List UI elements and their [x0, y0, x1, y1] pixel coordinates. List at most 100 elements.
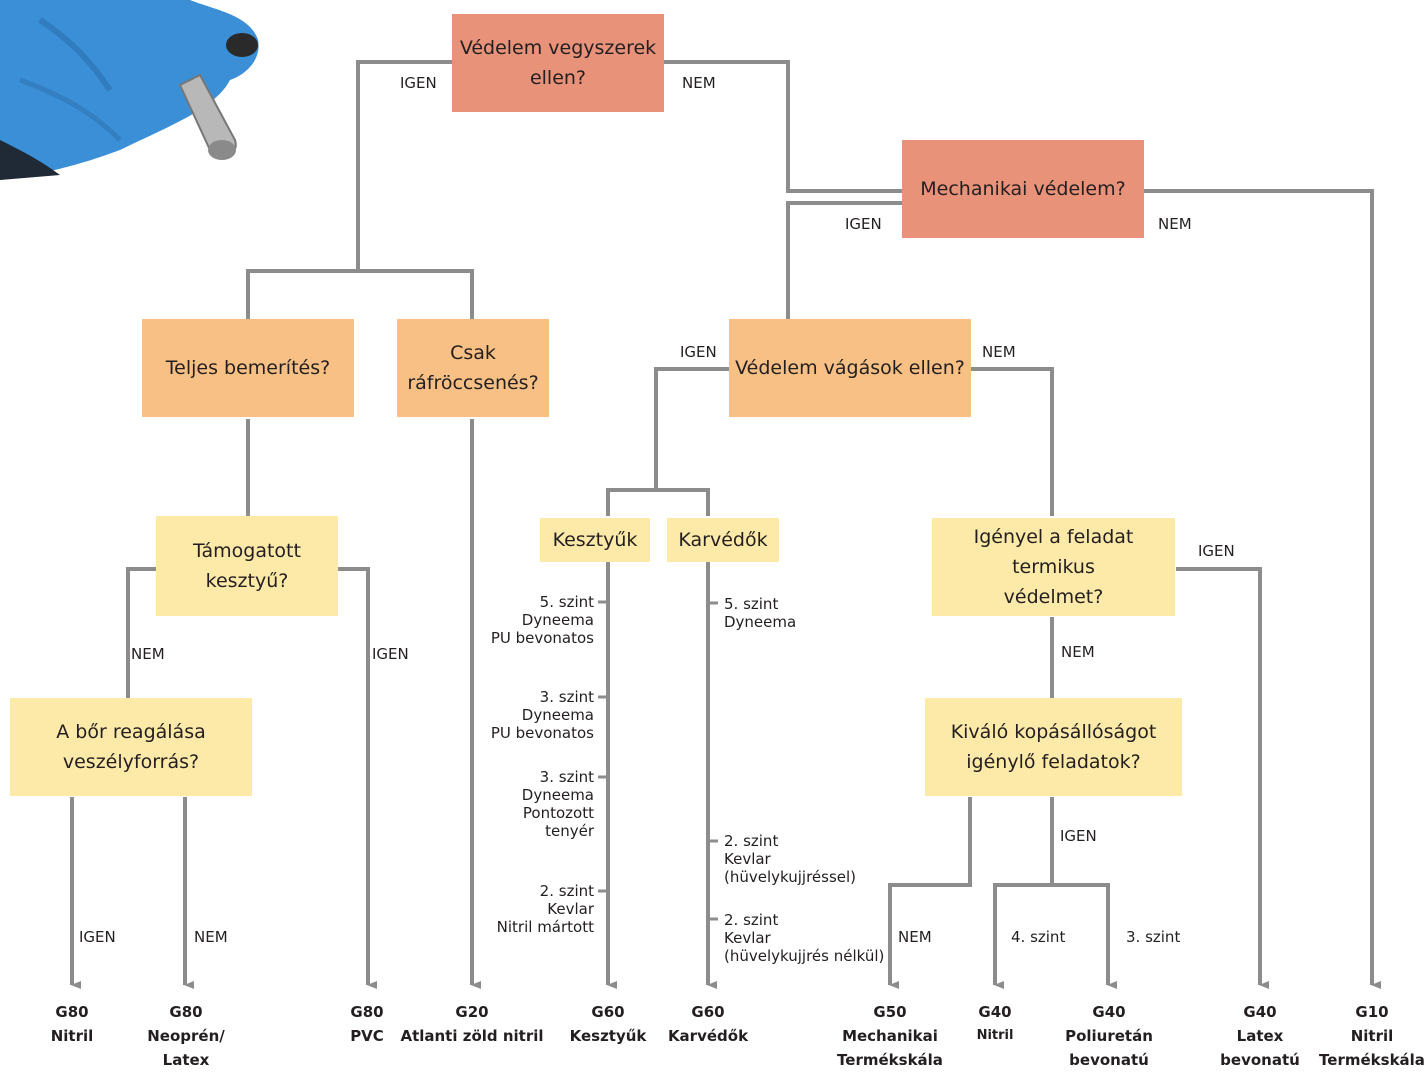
- glove-level-2-line-2: Dyneema: [521, 706, 594, 724]
- glove-level-3-line-4: tenyér: [545, 822, 594, 840]
- edge-label-supported-yes: IGEN: [372, 645, 409, 663]
- glove-image: [0, 0, 259, 180]
- supported-glove-question: Támogatott kesztyű?: [156, 516, 338, 616]
- edge-label-abrasion-no: NEM: [898, 928, 932, 946]
- cut-protection-text: Védelem vágások ellen?: [735, 357, 965, 379]
- result-code: G60: [691, 1003, 725, 1021]
- glove-level-2-line-1: 3. szint: [539, 688, 594, 706]
- result-line-2: bevonatú: [1069, 1051, 1149, 1069]
- edge-label-mech-no: NEM: [1158, 215, 1192, 233]
- result-line-1: Nitril: [50, 1027, 94, 1045]
- edge-label-thermal-yes: IGEN: [1198, 542, 1235, 560]
- glove-level-1-line-3: PU bevonatos: [490, 629, 594, 647]
- result-line-1: Nitril: [976, 1028, 1014, 1043]
- chemical-protection-question: Védelem vegyszerek ellen?: [452, 14, 664, 112]
- result-g80-neoprene-latex: G80 Neoprén/ Latex: [147, 1000, 225, 1072]
- edge-label-thermal-no: NEM: [1061, 643, 1095, 661]
- result-line-2: Termékskála: [837, 1051, 943, 1069]
- glove-level-4-line-2: Kevlar: [547, 900, 594, 918]
- edge-label-chem-no: NEM: [682, 74, 716, 92]
- sleeve-level-3-line-2: Kevlar: [724, 929, 771, 947]
- result-code: G50: [873, 1003, 907, 1021]
- sleeve-level-2-line-1: 2. szint: [724, 832, 779, 850]
- sleeves-text: Karvédők: [678, 529, 768, 551]
- result-code: G40: [1092, 1003, 1126, 1021]
- result-line-2: bevonatú: [1220, 1051, 1300, 1069]
- sleeve-level-2-line-3: (hüvelykujjréssel): [724, 868, 857, 886]
- result-g80-pvc: G80 PVC: [350, 1000, 384, 1048]
- sleeve-level-2-line-2: Kevlar: [724, 850, 771, 868]
- supported-glove-text: Támogatott kesztyű?: [193, 540, 301, 592]
- result-line-1: Latex: [1236, 1027, 1284, 1045]
- result-g40-polyurethane: G40 Poliuretán bevonatú: [1065, 1000, 1153, 1072]
- result-line-1: Poliuretán: [1065, 1027, 1153, 1045]
- result-code: G60: [591, 1003, 625, 1021]
- edge-label-cut-no: NEM: [982, 343, 1016, 361]
- result-line-1: Kesztyűk: [569, 1027, 647, 1045]
- glove-level-4-line-3: Nitril mártott: [496, 918, 594, 936]
- full-immersion-question: Teljes bemerítés?: [142, 319, 354, 417]
- gloves-text: Kesztyűk: [552, 529, 638, 551]
- glove-level-3-line-3: Pontozott: [522, 804, 594, 822]
- sleeve-level-1-line-1: 5. szint: [724, 595, 779, 613]
- result-line-1: PVC: [350, 1027, 384, 1045]
- abrasion-resistance-question: Kiváló kopásállóságot igénylő feladatok?: [925, 698, 1182, 796]
- result-g40-latex: G40 Latex bevonatú: [1220, 1000, 1300, 1072]
- result-code: G40: [1243, 1003, 1277, 1021]
- result-line-2: Latex: [162, 1051, 210, 1069]
- sleeve-level-3-line-3: (hüvelykujjrés nélkül): [724, 947, 885, 965]
- edge-label-supported-no: NEM: [131, 645, 165, 663]
- result-line-2: Termékskála: [1319, 1051, 1425, 1069]
- result-code: G10: [1355, 1003, 1389, 1021]
- skin-reaction-question: A bőr reagálása veszélyforrás?: [10, 698, 252, 796]
- mechanical-protection-question: Mechanikai védelem?: [902, 140, 1144, 238]
- cut-protection-question: Védelem vágások ellen?: [729, 319, 971, 417]
- result-g10-nitrile: G10 Nitril Termékskála: [1319, 1000, 1425, 1072]
- result-line-1: Atlanti zöld nitril: [400, 1027, 544, 1045]
- result-line-1: Mechanikai: [842, 1027, 938, 1045]
- result-line-1: Nitril: [1350, 1027, 1394, 1045]
- thermal-protection-text: Igényel a feladat termikus védelmet?: [973, 526, 1134, 608]
- skin-reaction-text: A bőr reagálása veszélyforrás?: [56, 721, 206, 773]
- result-line-1: Neoprén/: [147, 1027, 225, 1045]
- edge-label-skin-no: NEM: [194, 928, 228, 946]
- sleeve-level-2: 2. szint Kevlar (hüvelykujjréssel): [724, 832, 856, 886]
- edge-label-level3: 3. szint: [1126, 928, 1181, 946]
- edge-label-mech-yes: IGEN: [845, 215, 882, 233]
- full-immersion-text: Teljes bemerítés?: [165, 357, 331, 379]
- result-g60-gloves: G60 Kesztyűk: [570, 1000, 647, 1048]
- glove-level-1-line-2: Dyneema: [521, 611, 594, 629]
- result-code: G80: [350, 1003, 384, 1021]
- result-code: G80: [55, 1003, 89, 1021]
- sleeve-level-1: 5. szint Dyneema: [724, 595, 796, 631]
- result-g20-atlantic-green-nitrile: G20 Atlanti zöld nitril: [400, 1000, 543, 1048]
- glove-level-2-line-3: PU bevonatos: [490, 724, 594, 742]
- splash-only-text: Csak ráfröccsenés?: [407, 342, 539, 394]
- sleeve-level-3-line-1: 2. szint: [724, 911, 779, 929]
- result-line-1: Karvédők: [667, 1027, 749, 1045]
- splash-only-question: Csak ráfröccsenés?: [397, 319, 549, 417]
- glove-level-1-line-1: 5. szint: [539, 593, 594, 611]
- result-code: G40: [978, 1003, 1012, 1021]
- glove-level-3-line-1: 3. szint: [539, 768, 594, 786]
- thermal-protection-question: Igényel a feladat termikus védelmet?: [932, 518, 1175, 616]
- glove-level-4-line-1: 2. szint: [539, 882, 594, 900]
- result-code: G20: [455, 1003, 489, 1021]
- edge-label-skin-yes: IGEN: [79, 928, 116, 946]
- mechanical-protection-text: Mechanikai védelem?: [920, 178, 1126, 200]
- sleeve-level-3: 2. szint Kevlar (hüvelykujjrés nélkül): [724, 911, 884, 965]
- abrasion-resistance-text: Kiváló kopásállóságot igénylő feladatok?: [950, 721, 1157, 773]
- gloves-box: Kesztyűk: [540, 518, 650, 562]
- edge-label-abrasion-yes: IGEN: [1060, 827, 1097, 845]
- result-g80-nitril: G80 Nitril: [51, 1000, 94, 1048]
- glove-level-3: 3. szint Dyneema Pontozott tenyér: [522, 768, 594, 840]
- sleeves-box: Karvédők: [667, 518, 779, 562]
- glove-level-3-line-2: Dyneema: [521, 786, 594, 804]
- edge-label-level4: 4. szint: [1011, 928, 1066, 946]
- glove-level-2: 3. szint Dyneema PU bevonatos: [491, 688, 594, 742]
- result-g40-nitril: G40 Nitril: [977, 1000, 1014, 1048]
- result-g50-mechanical: G50 Mechanikai Termékskála: [837, 1000, 943, 1072]
- result-code: G80: [169, 1003, 203, 1021]
- glove-level-4: 2. szint Kevlar Nitril mártott: [497, 882, 594, 936]
